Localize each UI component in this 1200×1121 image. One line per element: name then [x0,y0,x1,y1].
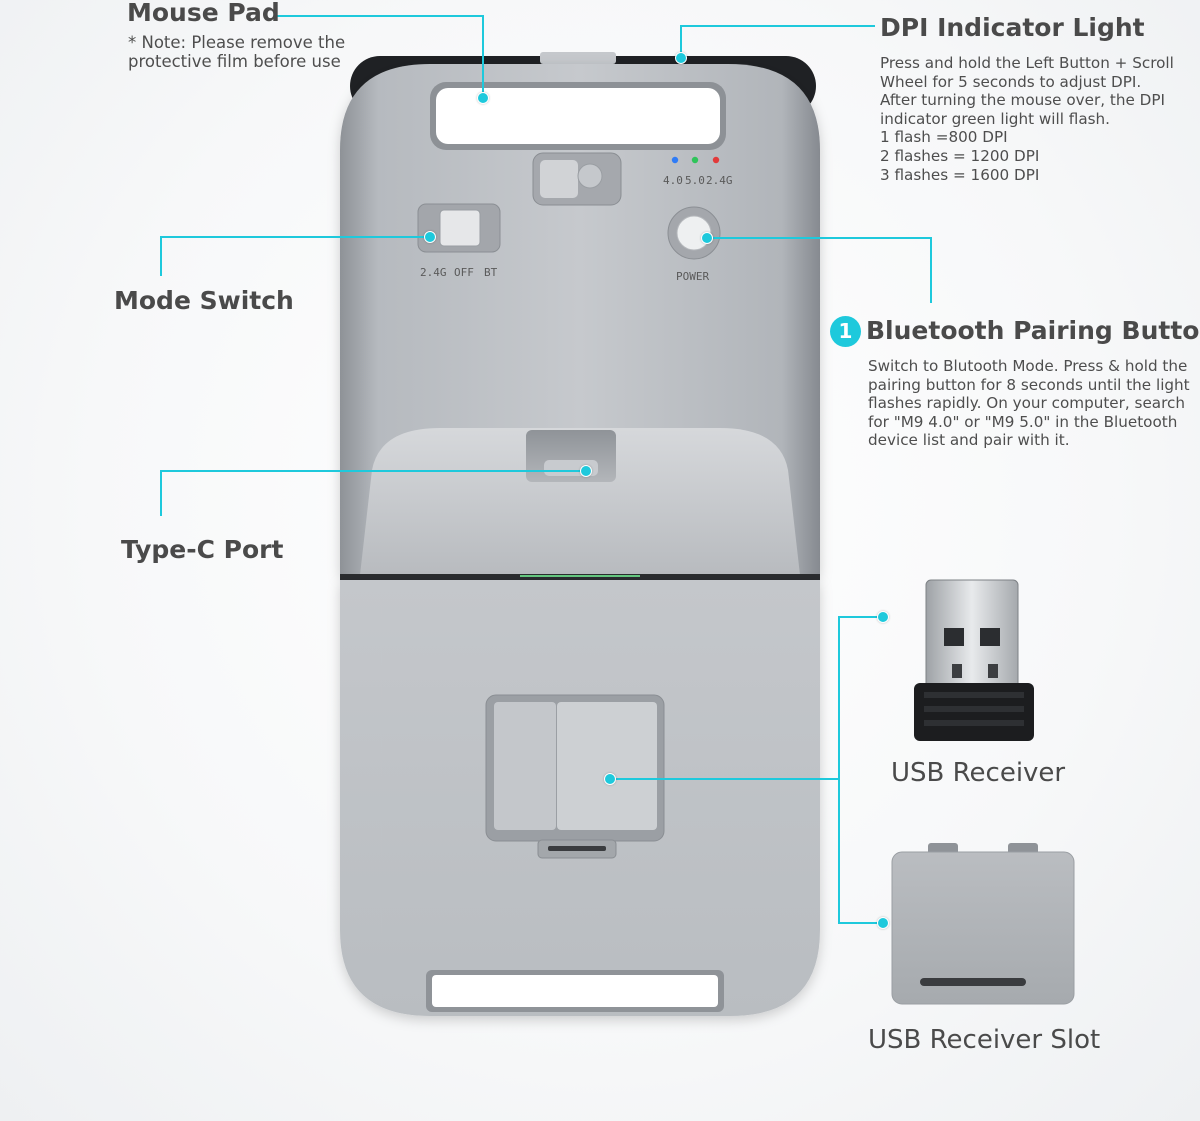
usb-receiver-title: USB Receiver [891,758,1066,788]
led-label-1: 4.0 [663,174,683,187]
type-c-title: Type-C Port [121,535,284,564]
leader-mode-v [160,236,162,276]
led-label-3: 2.4G [706,174,733,187]
led-blue [671,156,679,164]
leader-dpi-v [680,25,682,57]
dot-usb-slot [877,917,889,929]
dot-usb-receiver [877,611,889,623]
led-green [691,156,699,164]
usb-slot-cover-illustration [891,843,1075,1005]
dot-mode-switch [424,231,436,243]
mouse-pad-note: * Note: Please remove the protective fil… [128,33,346,71]
leader-usb-h [838,616,882,618]
switch-label-2: OFF [454,266,474,279]
led-red [712,156,720,164]
dot-receiver-slot [604,773,616,785]
leader-typec-v [160,470,162,516]
leader-receiver-h [610,778,840,780]
leader-mouse-pad-v [482,15,484,97]
switch-label-1: 2.4G [420,266,447,279]
bt-number-badge: 1 [830,316,861,347]
dot-type-c [580,465,592,477]
leader-bt-v [930,237,932,303]
leader-mouse-pad-h [276,15,484,17]
mode-switch-knob [439,209,481,247]
leader-mode-h [160,236,428,238]
leader-typec-h [160,470,584,472]
led-label-2: 5.0 [685,174,705,187]
dot-mouse-pad [477,92,489,104]
switch-label-3: BT [484,266,498,279]
mouse-top-tab [540,52,616,64]
dot-dpi [675,52,687,64]
usb-slot-title: USB Receiver Slot [868,1025,1101,1055]
receiver-slot-cap [557,702,657,830]
dpi-description: Press and hold the Left Button + Scroll … [880,54,1174,184]
leader-right-v [838,616,840,924]
dpi-title: DPI Indicator Light [880,13,1145,42]
usb-receiver-illustration [914,579,1034,741]
power-label: POWER [676,270,709,283]
bt-description: Switch to Blutooth Mode. Press & hold th… [868,357,1190,450]
leader-bt-h [710,237,932,239]
mode-switch-title: Mode Switch [114,286,294,315]
mouse-pad-title: Mouse Pad [127,0,280,27]
bt-title: Bluetooth Pairing Button [866,316,1200,345]
mouse-hump [360,428,800,575]
leader-slot-h [838,922,882,924]
leader-dpi-h [680,25,875,27]
dot-bt-button [701,232,713,244]
